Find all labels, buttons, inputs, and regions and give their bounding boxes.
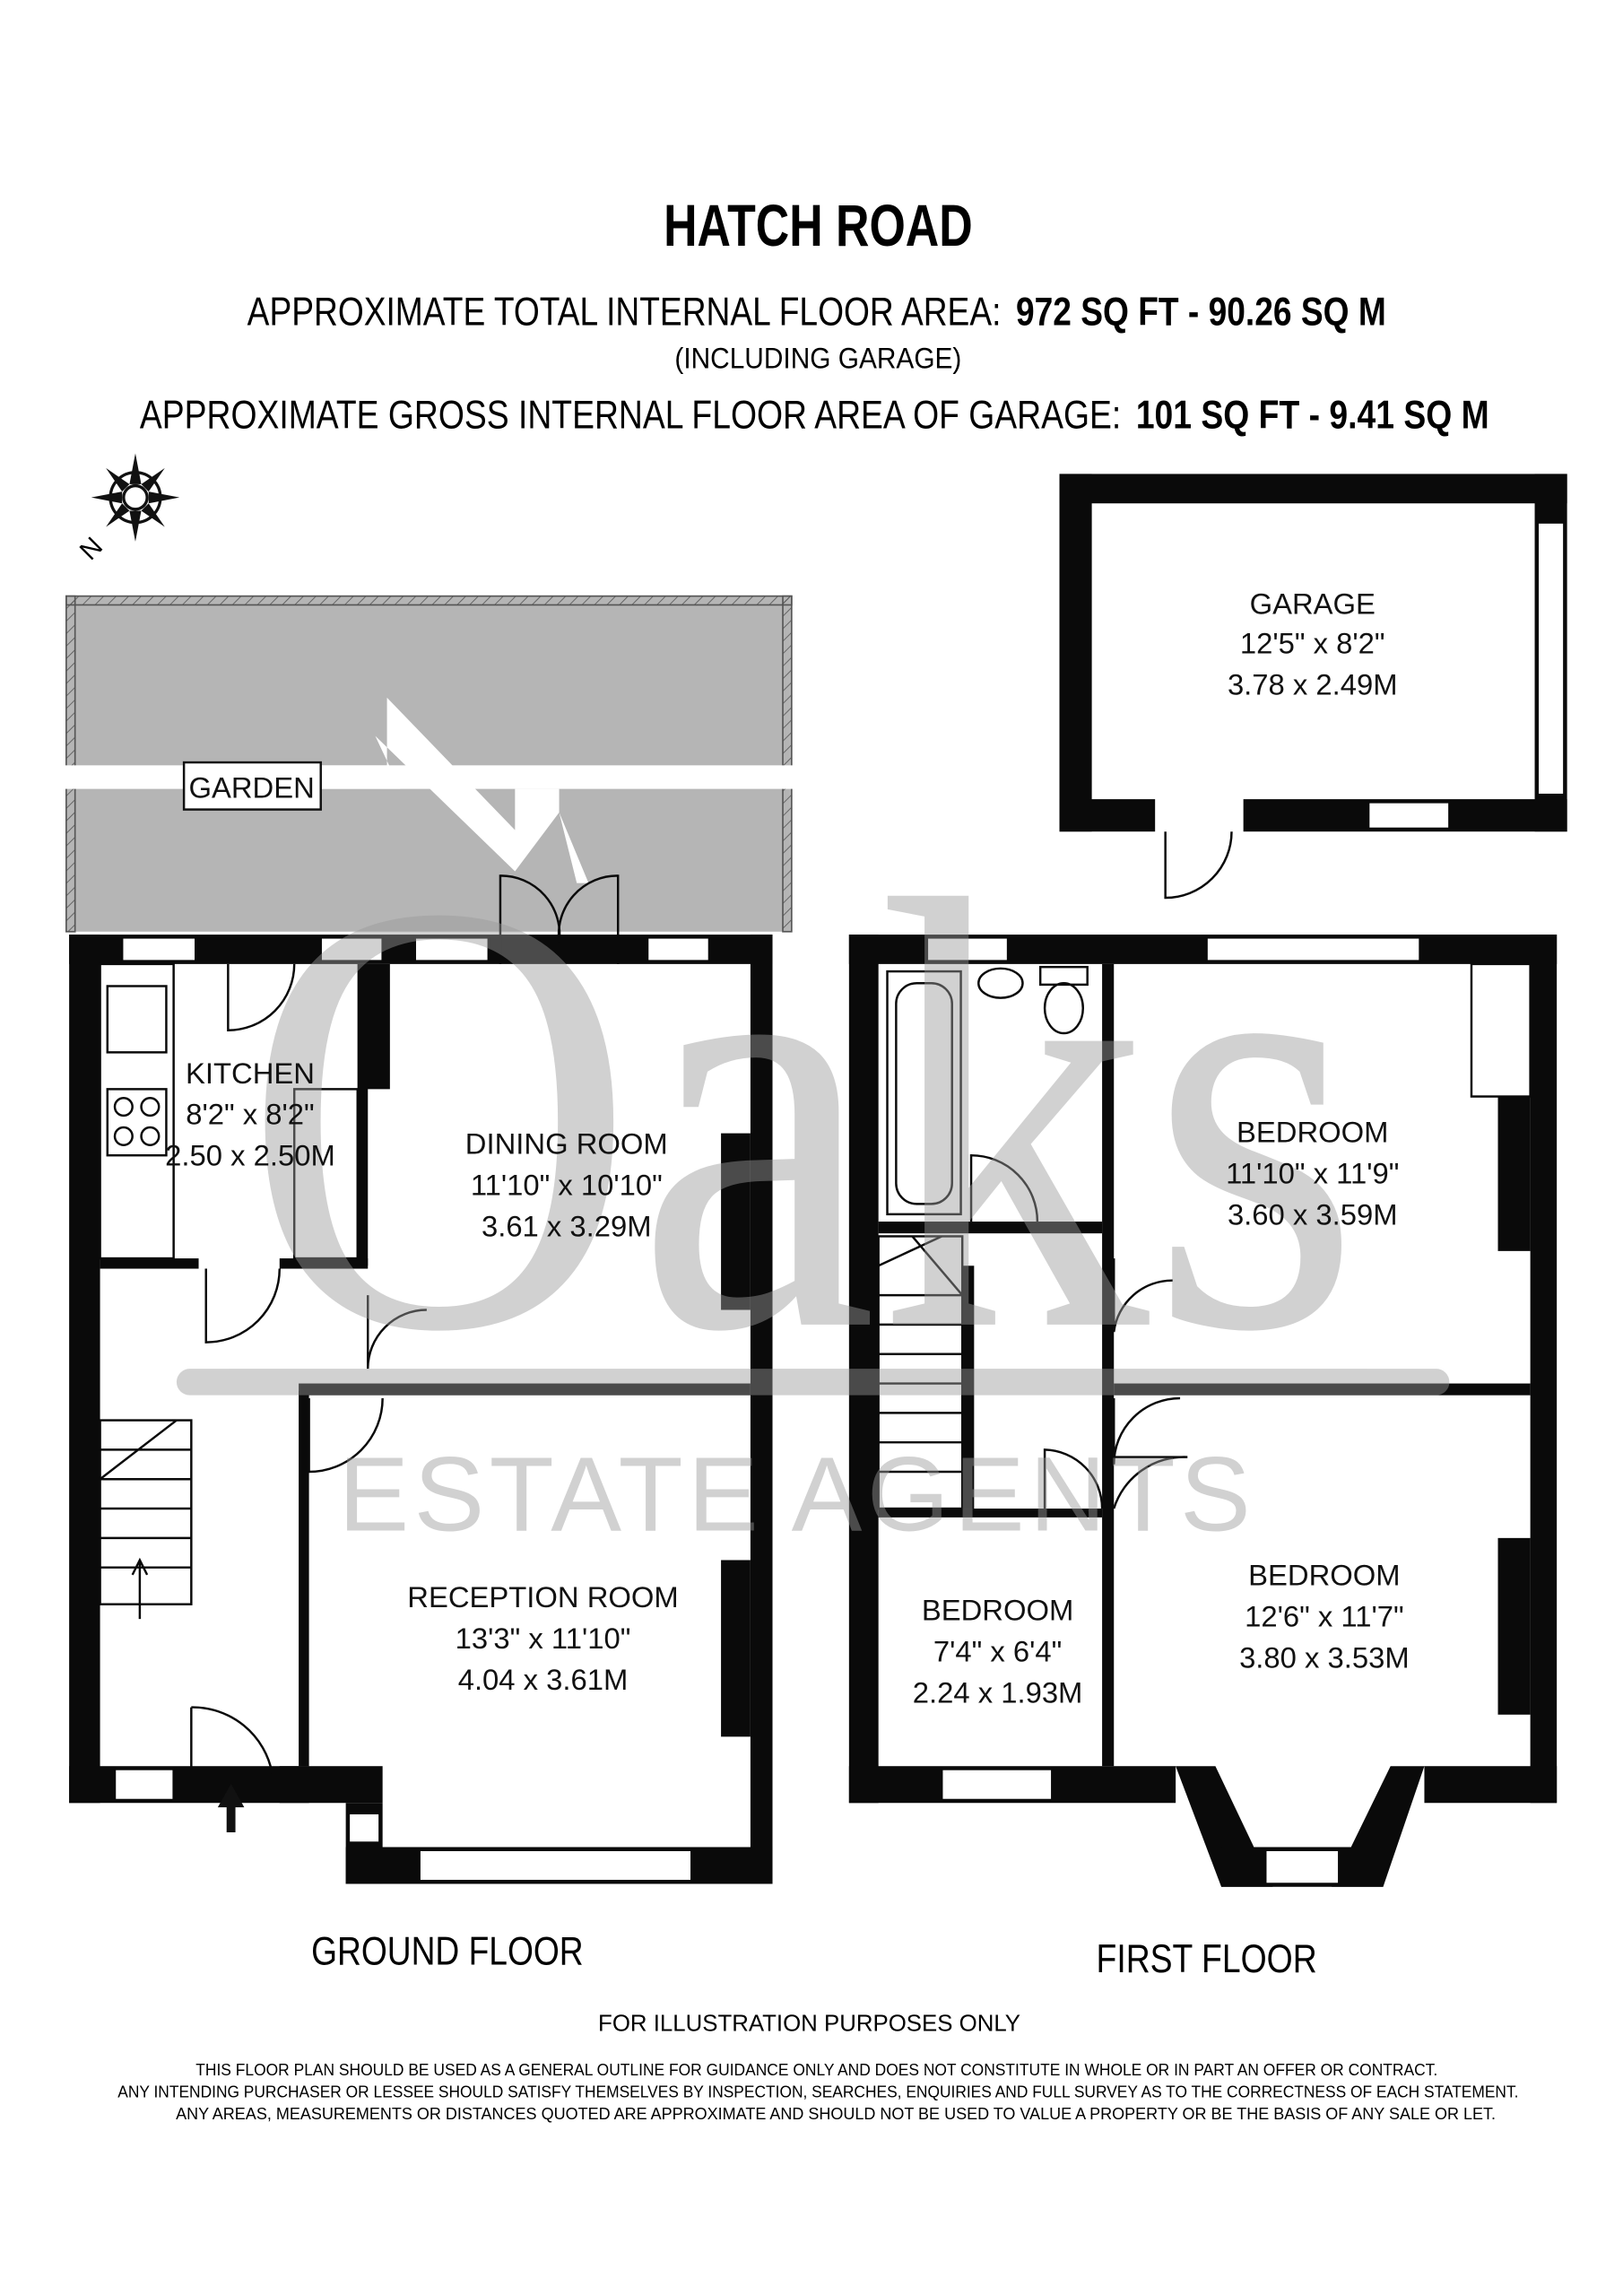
- toilet-icon: [1043, 981, 1084, 1035]
- stairs: [99, 1419, 193, 1620]
- svg-text:3.61 x 3.29M: 3.61 x 3.29M: [482, 1209, 652, 1242]
- sink-icon: [106, 985, 168, 1054]
- garage-walls: [1059, 474, 1567, 900]
- ground-floor-walls: [69, 874, 773, 1884]
- total-area-note: (INCLUDING GARAGE): [674, 341, 961, 374]
- first-floor-walls: [848, 935, 1558, 1887]
- svg-text:8'2" x 8'2": 8'2" x 8'2": [186, 1098, 314, 1131]
- svg-text:BEDROOM: BEDROOM: [1237, 1115, 1388, 1148]
- garage-area-label: APPROXIMATE GROSS INTERNAL FLOOR AREA OF…: [140, 394, 1121, 438]
- svg-text:3.78 x 2.49M: 3.78 x 2.49M: [1228, 668, 1398, 701]
- total-area-label: APPROXIMATE TOTAL INTERNAL FLOOR AREA:: [247, 291, 1002, 335]
- svg-text:12'6" x 11'7": 12'6" x 11'7": [1245, 1599, 1403, 1632]
- svg-text:Oaks: Oaks: [243, 775, 1361, 1459]
- svg-text:3.60 x 3.59M: 3.60 x 3.59M: [1228, 1197, 1398, 1231]
- svg-text:2.50 x 2.50M: 2.50 x 2.50M: [165, 1139, 335, 1172]
- room-bedroom-front: BEDROOM 12'6" x 11'7" 3.80 x 3.53M: [1239, 1558, 1410, 1674]
- room-dining-room: DINING ROOM 11'10" x 10'10" 3.61 x 3.29M: [465, 1127, 668, 1243]
- disclaimer-line: THIS FLOOR PLAN SHOULD BE USED AS A GENE…: [195, 2061, 1437, 2079]
- room-bedroom-rear: BEDROOM 11'10" x 11'9" 3.60 x 3.59M: [1226, 1115, 1399, 1231]
- room-kitchen: KITCHEN 8'2" x 8'2" 2.50 x 2.50M: [165, 1057, 335, 1172]
- total-area-value: 972 SQ FT - 90.26 SQ M: [1016, 291, 1386, 335]
- disclaimer-line: ANY AREAS, MEASUREMENTS OR DISTANCES QUO…: [176, 2105, 1496, 2123]
- svg-text:ESTATE AGENTS: ESTATE AGENTS: [338, 1436, 1250, 1554]
- svg-text:GARAGE: GARAGE: [1250, 587, 1376, 620]
- entrance-arrow-icon: [217, 1783, 245, 1833]
- garage-area-line: APPROXIMATE GROSS INTERNAL FLOOR AREA OF…: [140, 394, 1489, 438]
- ground-floor-label: GROUND FLOOR: [311, 1930, 584, 1974]
- svg-text:2.24 x 1.93M: 2.24 x 1.93M: [913, 1676, 1083, 1709]
- svg-text:11'10" x 11'9": 11'10" x 11'9": [1226, 1156, 1399, 1189]
- basin-icon: [977, 967, 1024, 999]
- svg-text:BEDROOM: BEDROOM: [922, 1594, 1073, 1627]
- room-garage: GARAGE 12'5" x 8'2" 3.78 x 2.49M: [1228, 587, 1398, 700]
- garden-label-box: [182, 761, 322, 811]
- garage-area-value: 101 SQ FT - 9.41 SQ M: [1136, 394, 1489, 438]
- svg-text:11'10" x 10'10": 11'10" x 10'10": [471, 1169, 663, 1202]
- disclaimer-line: ANY INTENDING PURCHASER OR LESSEE SHOULD…: [117, 2083, 1518, 2100]
- svg-text:DINING ROOM: DINING ROOM: [465, 1127, 668, 1161]
- svg-text:3.80 x 3.53M: 3.80 x 3.53M: [1239, 1640, 1410, 1674]
- svg-text:KITCHEN: KITCHEN: [186, 1057, 315, 1090]
- first-floor-label: FIRST FLOOR: [1097, 1937, 1317, 1981]
- svg-text:7'4" x 6'4": 7'4" x 6'4": [933, 1635, 1062, 1668]
- garden: GARDEN: [58, 595, 803, 933]
- room-reception-room: RECEPTION ROOM 13'3" x 11'10" 4.04 x 3.6…: [407, 1580, 678, 1696]
- total-area-line: APPROXIMATE TOTAL INTERNAL FLOOR AREA: 97…: [247, 291, 1386, 335]
- svg-text:BEDROOM: BEDROOM: [1248, 1558, 1400, 1591]
- plan-title: HATCH ROAD: [664, 193, 973, 258]
- garden-label: GARDEN: [188, 770, 314, 804]
- svg-text:4.04 x 3.61M: 4.04 x 3.61M: [458, 1663, 629, 1696]
- first-floor-stairs: [877, 1235, 964, 1510]
- watermark-logo: Oaks ESTATE AGENTS: [176, 775, 1450, 1554]
- svg-text:12'5" x 8'2": 12'5" x 8'2": [1240, 627, 1385, 660]
- illustration-note: FOR ILLUSTRATION PURPOSES ONLY: [598, 2010, 1020, 2037]
- hob-icon: [106, 1088, 168, 1157]
- bath-icon: [886, 970, 962, 1216]
- north-label: N: [74, 532, 108, 566]
- svg-text:13'3" x 11'10": 13'3" x 11'10": [456, 1622, 631, 1655]
- compass-icon: [91, 453, 180, 542]
- svg-text:RECEPTION ROOM: RECEPTION ROOM: [407, 1580, 678, 1613]
- room-bedroom-small: BEDROOM 7'4" x 6'4" 2.24 x 1.93M: [913, 1594, 1083, 1709]
